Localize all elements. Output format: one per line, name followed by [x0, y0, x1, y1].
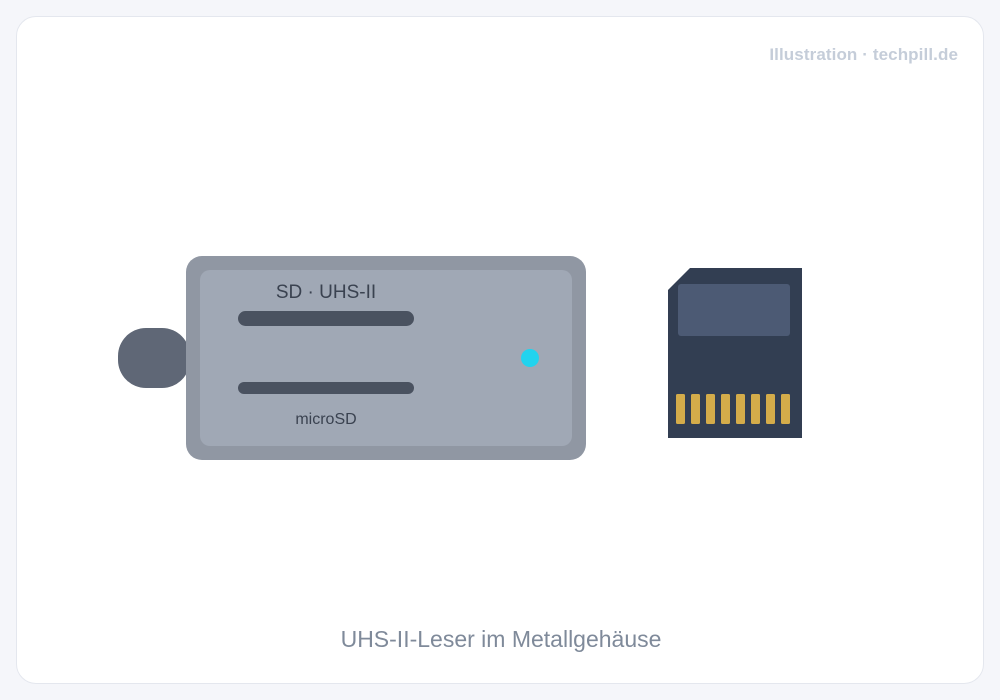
sd-card-pin — [721, 394, 730, 424]
sd-card-label — [678, 284, 790, 336]
sd-card-icon — [668, 268, 802, 438]
reader-face — [200, 270, 572, 446]
usb-connector — [118, 328, 190, 388]
sd-card-pin — [781, 394, 790, 424]
sd-card-pin — [751, 394, 760, 424]
credit-label: Illustration · techpill.de — [769, 45, 958, 64]
sd-card-pins — [676, 394, 790, 424]
sd-card-pin — [766, 394, 775, 424]
caption: UHS-II-Leser im Metallgehäuse — [340, 626, 662, 652]
sd-card-pin — [736, 394, 745, 424]
sd-slot — [238, 311, 414, 326]
sd-card-pin — [691, 394, 700, 424]
card-reader-icon: SD · UHS-II microSD — [118, 256, 586, 460]
slot-bottom-label: microSD — [295, 411, 356, 428]
sd-card-pin — [676, 394, 685, 424]
sd-card-pin — [706, 394, 715, 424]
microsd-slot — [238, 382, 414, 394]
status-led — [521, 349, 539, 367]
slot-top-label: SD · UHS-II — [276, 282, 376, 303]
